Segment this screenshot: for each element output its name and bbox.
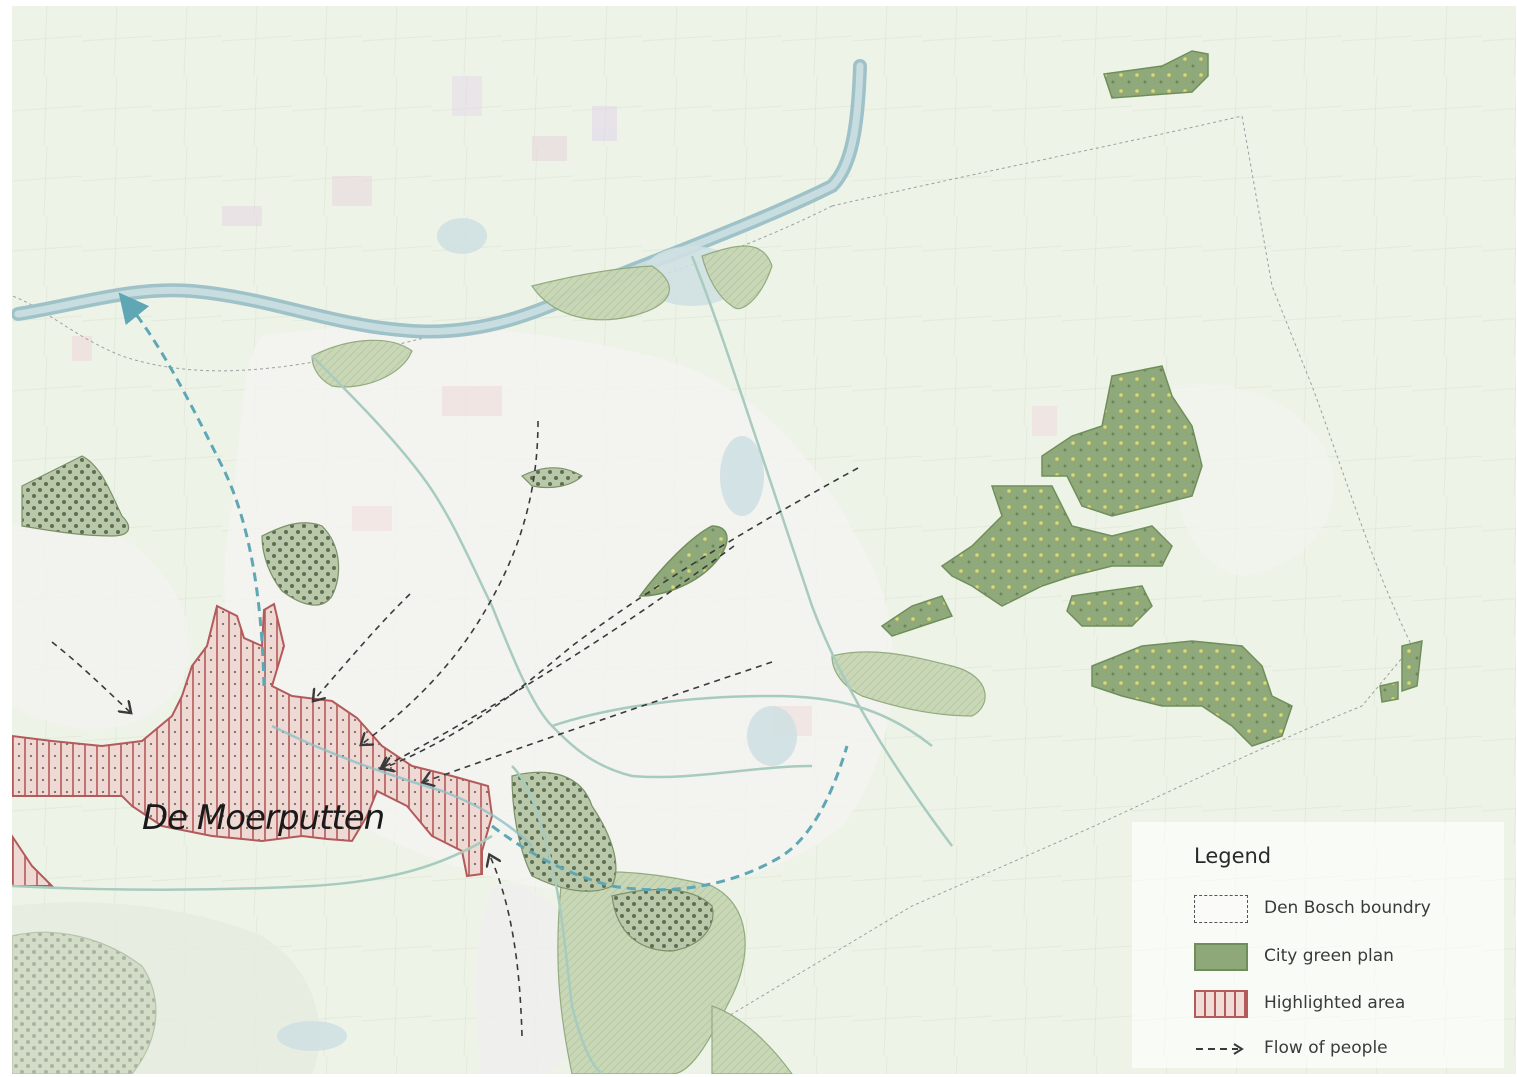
green-area-east-1 [1041, 365, 1203, 517]
flow-arrow-3 [362, 420, 539, 744]
highlighted-swatch-icon [1194, 990, 1248, 1018]
flow-arrow-5 [384, 467, 859, 768]
blue-flow-south [491, 745, 849, 892]
roads-and-canals [12, 255, 954, 1074]
blue-flow-north [118, 292, 266, 687]
dotted-area-park [261, 522, 340, 606]
flow-arrow-1 [51, 641, 130, 712]
flow-arrow-7 [490, 856, 523, 1037]
legend-label-boundary: Den Bosch boundry [1264, 898, 1431, 918]
green-area-east-4 [1091, 640, 1293, 747]
green-area-east-6 [1401, 640, 1423, 693]
legend-label-highlighted: Highlighted area [1264, 993, 1406, 1013]
dashed-arrow-icon [1196, 1043, 1244, 1055]
dotted-area-sw [12, 931, 157, 1074]
green-area-canal [638, 525, 728, 597]
dotted-green-areas [12, 455, 714, 1074]
urban-area-east [1170, 384, 1334, 576]
legend-item-highlighted: Highlighted area [1194, 988, 1494, 1020]
map-svg [12, 6, 1516, 1074]
dotted-area-north-small [520, 467, 583, 489]
green-area-east-7 [1379, 681, 1399, 703]
map-canvas[interactable]: De Moerputten [12, 6, 1516, 1074]
legend-item-flow: Flow of people [1194, 1033, 1494, 1065]
highlighted-area-west [12, 834, 55, 887]
dotted-area-west [21, 455, 130, 537]
flow-arrow-2 [314, 593, 411, 700]
legend-label-green-plan: City green plan [1264, 946, 1394, 966]
blue-flow-routes [118, 292, 849, 892]
highlighted-area [12, 602, 494, 878]
green-area-north [1103, 50, 1209, 99]
legend-title: Legend [1194, 844, 1272, 868]
legend-item-green-plan: City green plan [1194, 941, 1494, 973]
boundary-swatch-icon [1194, 895, 1248, 923]
legend-label-flow: Flow of people [1264, 1038, 1388, 1058]
green-plan-swatch-icon [1194, 943, 1248, 971]
legend-item-boundary: Den Bosch boundry [1194, 893, 1494, 925]
flow-arrow-4 [382, 545, 735, 768]
blue-flow-route-solid [271, 724, 533, 847]
place-label-de-moerputten: De Moerputten [142, 798, 385, 838]
green-area-east-2 [940, 485, 1173, 607]
green-area-east-3 [1066, 585, 1153, 627]
urban-area-west [12, 518, 190, 729]
people-flow-arrows [51, 420, 859, 1037]
legend-panel: Legend Den Bosch boundry City green plan… [1132, 822, 1504, 1068]
urban-area-south [475, 884, 583, 1074]
land-use-patches [72, 76, 1057, 736]
river-maas-inner [14, 62, 864, 336]
green-area-east-5 [880, 595, 954, 637]
city-green-plan [638, 50, 1423, 747]
